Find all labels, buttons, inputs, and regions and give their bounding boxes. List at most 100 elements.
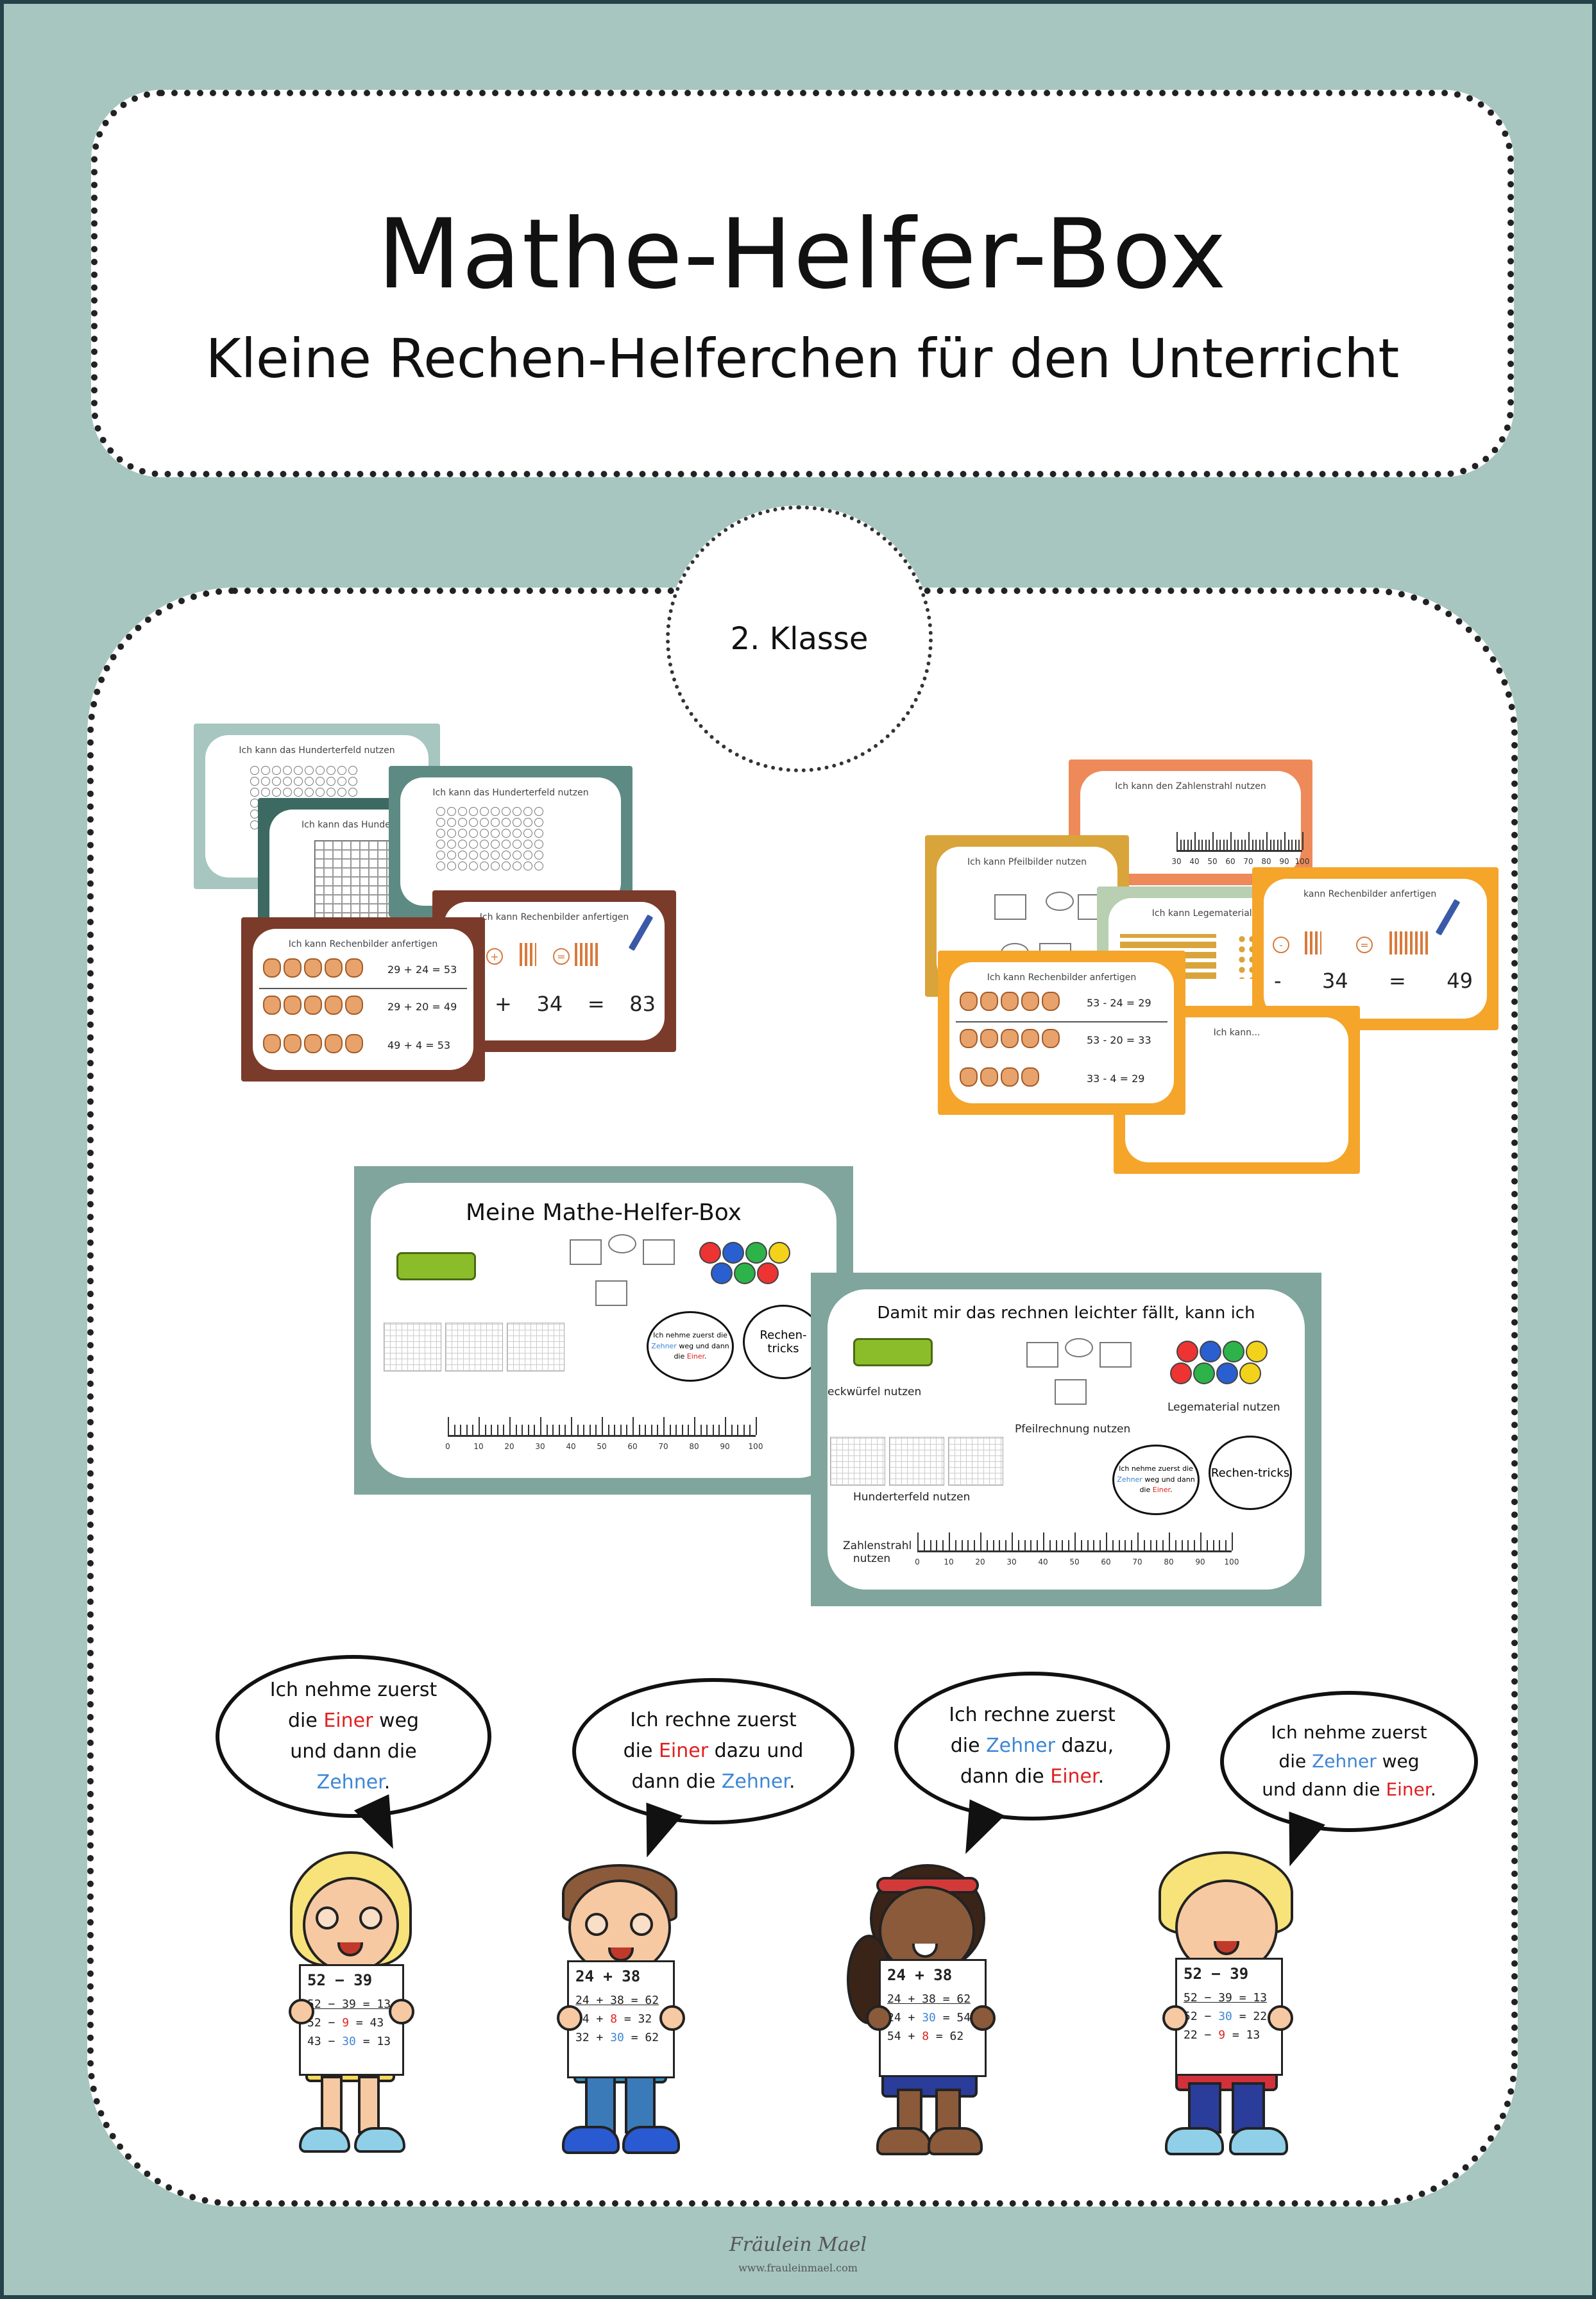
grid-cell (513, 861, 522, 870)
hand-right (1268, 2005, 1293, 2031)
ruler-tick (626, 1425, 628, 1435)
grid-cell (447, 818, 456, 827)
grid-cell (447, 840, 456, 849)
ruler-tick (737, 1425, 739, 1435)
label-numberline: Zahlenstrahl nutzen (843, 1540, 912, 1565)
card-title: Ich kann Rechenbilder anfertigen (288, 939, 438, 949)
child-girl-headband: 24 + 38 24 + 38 = 62 24 + 30 = 54 54 + 8… (844, 1864, 1011, 2172)
ruler-tick (1298, 840, 1300, 850)
grid-cell (261, 788, 270, 797)
bag-icon (345, 1034, 363, 1053)
grid-cell (447, 851, 456, 860)
ruler-tick (749, 1425, 751, 1435)
ruler-tick (614, 1425, 616, 1435)
ruler-tick (961, 1540, 963, 1550)
grid-cell (469, 807, 478, 816)
ruler-tick (999, 1540, 1001, 1550)
grid-cell (283, 766, 292, 775)
ruler-tick (1216, 840, 1218, 850)
ruler-tick (460, 1425, 462, 1435)
ruler-tick (1187, 840, 1189, 850)
ruler-tick (1125, 1540, 1126, 1550)
ruler-tick (700, 1425, 702, 1435)
ruler-tick (731, 1425, 733, 1435)
label-hundred: Hunderterfeld nutzen (853, 1491, 971, 1504)
speech-bubble-2: Ich rechne zuerst die Einer dazu und dan… (572, 1678, 854, 1824)
ruler-tick (1227, 840, 1228, 850)
ruler-tick (1005, 1540, 1007, 1550)
speech-bubble-tip: Ich nehme zuerst die Zehner weg und dann… (647, 1311, 734, 1382)
grid-cell (294, 788, 303, 797)
grid-cell (305, 766, 314, 775)
ruler-tick (706, 1425, 708, 1435)
ruler-tick (980, 1532, 981, 1550)
grid-cell (342, 841, 351, 850)
ruler-tick (571, 1417, 572, 1435)
ruler-tick (1093, 1540, 1095, 1550)
page-subtitle: Kleine Rechen-Helferchen für den Unterri… (205, 327, 1400, 390)
ruler-label: 80 (1164, 1557, 1174, 1566)
equation-row-2: 29 + 20 = 49 (387, 1001, 457, 1013)
card-hundred-field-3: Ich kann das Hunderterfeld nutzen (389, 766, 632, 917)
ruler-tick (527, 1425, 529, 1435)
ruler-tick (1255, 840, 1257, 850)
ruler-tick (1230, 832, 1232, 850)
ruler-tick (484, 1425, 486, 1435)
grid-cell (324, 868, 333, 877)
grid-cell (369, 859, 378, 868)
tens-sticks-icon (575, 943, 600, 966)
bag-icon (284, 1034, 301, 1053)
units-icon (1389, 931, 1428, 954)
ruler-tick (694, 1417, 695, 1435)
ruler-tick (1194, 1540, 1196, 1550)
hand-left (289, 1999, 314, 2024)
grid-cell (502, 807, 511, 816)
label-arrows: Pfeilrechnung nutzen (1015, 1423, 1131, 1436)
bag-icon (345, 996, 363, 1015)
card-title: Ich kann Rechenbilder anfertigen (987, 972, 1137, 983)
sheet-damit-mir-das-rechnen: Damit mir das rechnen leichter fällt, ka… (811, 1273, 1321, 1606)
bag-icon (263, 1034, 281, 1053)
ruler-tick (558, 1425, 560, 1435)
bags-row-1 (960, 992, 1062, 1014)
ruler-tick (607, 1425, 609, 1435)
grid-cell (351, 895, 360, 904)
ruler-tick (515, 1425, 517, 1435)
grid-cell (469, 829, 478, 838)
card-title: Ich kann das Hunderterfeld nutzen (239, 745, 395, 756)
grid-cell (469, 861, 478, 870)
grid-cell (534, 851, 543, 860)
grid-cell (378, 886, 387, 895)
grid-cell (436, 807, 445, 816)
red-ball-icon (1176, 1341, 1198, 1362)
glasses-left-icon (585, 1913, 608, 1936)
equation-big: - 34 = 49 (1274, 969, 1473, 993)
grid-cell (360, 886, 369, 895)
ruler-tick (1087, 1540, 1089, 1550)
ruler-tick (1112, 1540, 1114, 1550)
ruler-tick (1030, 1540, 1032, 1550)
grid-cell (250, 766, 259, 775)
grid-cell (360, 877, 369, 886)
ruler-tick (620, 1425, 622, 1435)
grid-cell (436, 829, 445, 838)
ruler-tick (595, 1425, 597, 1435)
grid-cell (348, 777, 357, 786)
ruler-label: 60 (1101, 1557, 1111, 1566)
grid-cell (534, 829, 543, 838)
ruler-label: 100 (1224, 1557, 1239, 1566)
ruler-tick (955, 1540, 956, 1550)
grid-cell (369, 877, 378, 886)
red-ball-icon (757, 1262, 779, 1284)
equation-row-3: 49 + 4 = 53 (387, 1039, 451, 1051)
grid-cell (378, 859, 387, 868)
bag-icon (304, 1034, 322, 1053)
ruler-tick (1194, 832, 1196, 850)
ruler-tick (1287, 840, 1289, 850)
ruler-tick (1169, 1532, 1170, 1550)
ruler-tick (546, 1425, 548, 1435)
grid-cell (261, 777, 270, 786)
hand-left (1162, 2005, 1188, 2031)
ruler-tick (1012, 1532, 1013, 1550)
grid-cell (261, 766, 270, 775)
